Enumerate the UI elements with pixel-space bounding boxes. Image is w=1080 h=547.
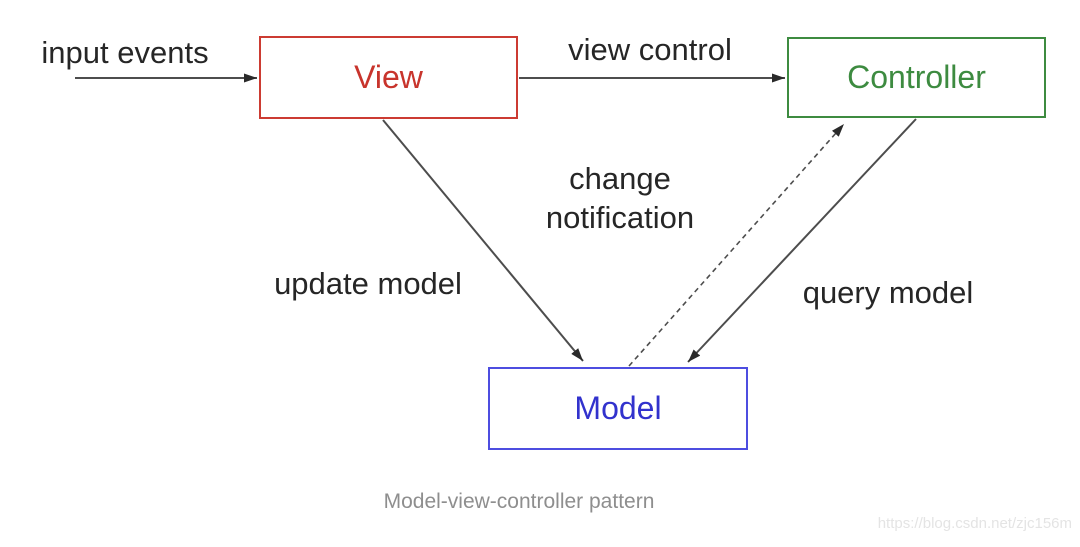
edge-update-model-arrow — [382, 119, 584, 362]
watermark-text: https://blog.csdn.net/zjc156m — [877, 515, 1072, 532]
edge-label-query-model: query model — [802, 275, 974, 310]
edge-label-change-notification: change notification — [545, 161, 695, 235]
edge-query-model-arrow — [687, 118, 917, 363]
node-controller: Controller — [787, 37, 1046, 118]
node-model-label: Model — [574, 390, 662, 426]
node-view-label: View — [354, 59, 423, 95]
diagram-caption: Model-view-controller pattern — [383, 490, 655, 513]
edge-label-input-events: input events — [41, 35, 209, 70]
node-view: View — [259, 36, 518, 119]
edge-label-update-model: update model — [274, 266, 462, 301]
node-controller-label: Controller — [847, 59, 986, 95]
edge-label-view-control: view control — [568, 32, 732, 67]
node-model: Model — [488, 367, 748, 450]
